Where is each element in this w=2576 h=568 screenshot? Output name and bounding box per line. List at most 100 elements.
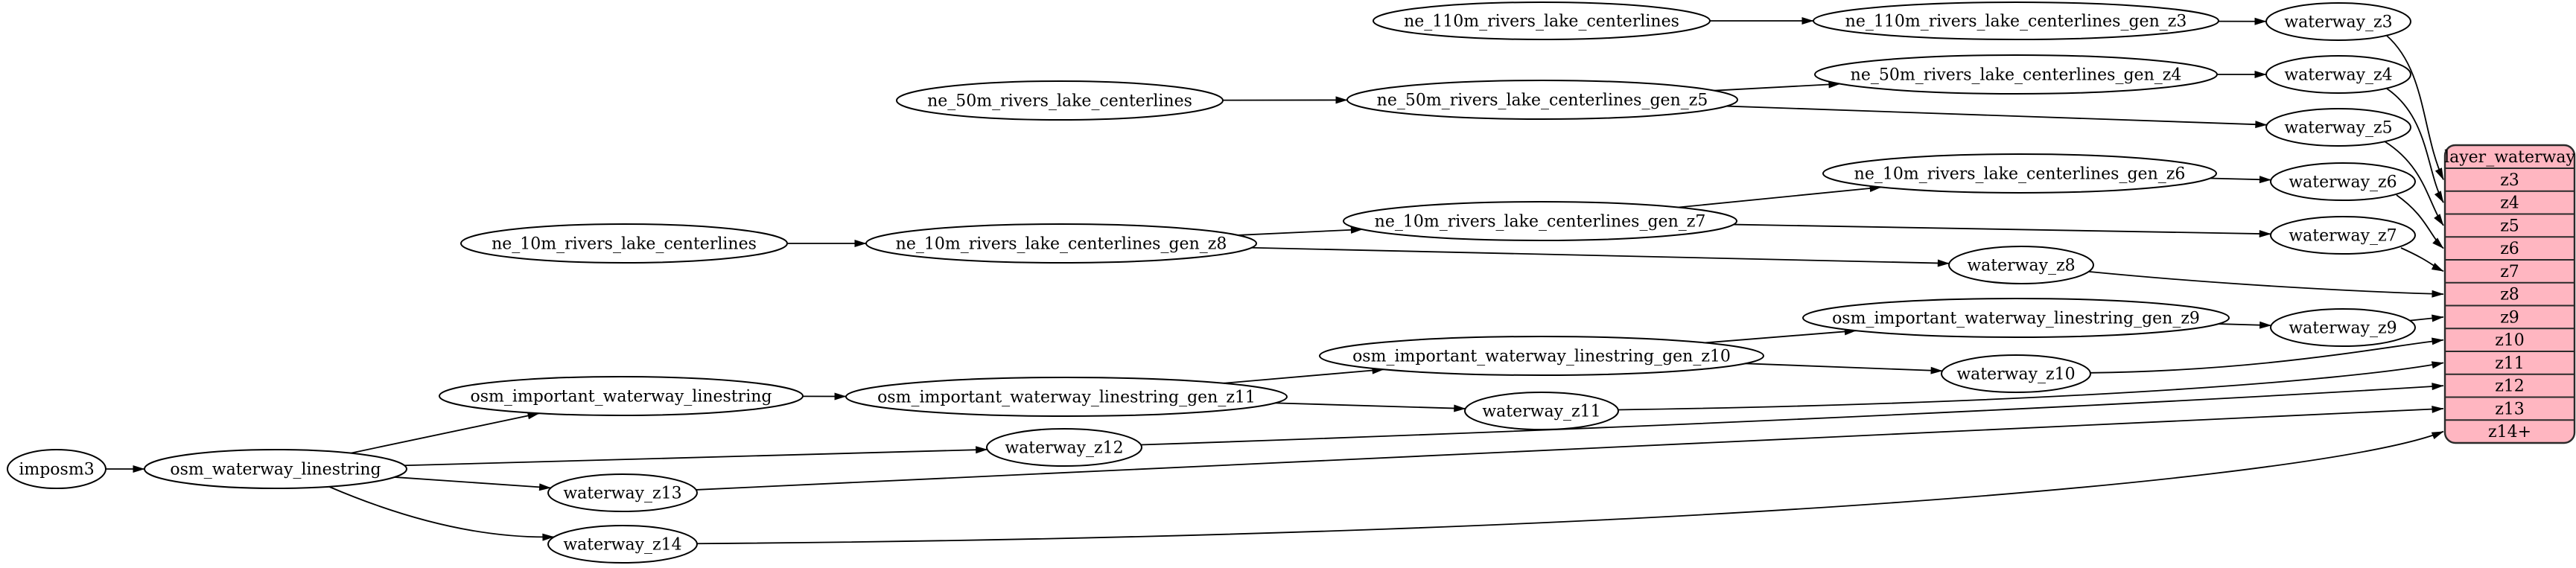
node-label: waterway_z7 — [2289, 226, 2397, 245]
node-osm_important_waterway_linestring: osm_important_waterway_linestring — [439, 376, 804, 416]
node-ellipse — [2265, 108, 2411, 147]
node-waterway_z13: waterway_z13 — [547, 473, 698, 512]
record-body — [2443, 144, 2576, 444]
node-ne_110m_rivers_lake_centerlines: ne_110m_rivers_lake_centerlines — [1373, 1, 1711, 40]
record-row-z14+: z14+ — [2488, 423, 2531, 441]
edge-waterway_z7-to-row-z7 — [2400, 247, 2444, 272]
node-ellipse — [1941, 354, 2091, 393]
edge-osm_important_waterway_linestring_gen_z10-to-waterway_z10 — [1745, 363, 1943, 374]
node-ellipse — [144, 449, 407, 489]
node-ellipse — [1948, 246, 2094, 284]
node-label: osm_important_waterway_linestring — [470, 387, 772, 406]
node-ellipse — [865, 223, 1257, 264]
edge-ne_10m_rivers_lake_centerlines_gen_z6-to-waterway_z6 — [2210, 176, 2271, 184]
node-ellipse — [1813, 1, 2219, 40]
node-label: waterway_z10 — [1956, 365, 2075, 383]
edge-ne_10m_rivers_lake_centerlines_gen_z7-to-waterway_z7 — [1733, 223, 2271, 238]
edge-layer — [106, 17, 2444, 545]
node-osm_waterway_linestring: osm_waterway_linestring — [144, 449, 407, 489]
node-label: waterway_z3 — [2284, 13, 2392, 31]
edge-osm_important_waterway_linestring_gen_z11-to-osm_important_waterway_linestring_gen_z10 — [1224, 366, 1384, 384]
node-waterway_z5: waterway_z5 — [2265, 108, 2411, 147]
node-waterway_z3: waterway_z3 — [2265, 2, 2411, 41]
node-label: waterway_z6 — [2289, 173, 2397, 191]
node-waterway_z7: waterway_z7 — [2270, 216, 2416, 255]
edge-waterway_z10-to-row-z10 — [2090, 337, 2444, 374]
record-row-z12: z12 — [2495, 377, 2525, 396]
node-ellipse — [2270, 162, 2416, 201]
node-ne_110m_rivers_lake_centerlines_gen_z3: ne_110m_rivers_lake_centerlines_gen_z3 — [1813, 1, 2219, 40]
node-ellipse — [2270, 308, 2416, 347]
node-waterway_z8: waterway_z8 — [1948, 246, 2094, 284]
edge-waterway_z9-to-row-z9 — [2409, 314, 2444, 322]
node-label: osm_waterway_linestring — [170, 460, 381, 479]
node-ellipse — [2265, 2, 2411, 41]
edge-osm_waterway_linestring-to-waterway_z14 — [328, 485, 555, 541]
record-title: layer_waterway — [2444, 148, 2575, 167]
node-ellipse — [1802, 298, 2230, 338]
node-label: osm_important_waterway_linestring_gen_z1… — [1352, 347, 1731, 366]
record-row-z8: z8 — [2500, 286, 2519, 304]
node-label: waterway_z4 — [2284, 66, 2392, 84]
node-label: ne_110m_rivers_lake_centerlines — [1404, 12, 1679, 31]
node-ellipse — [845, 377, 1288, 417]
record-layer: layer_waterwayz3z4z5z6z7z8z9z10z11z12z13… — [2443, 144, 2576, 444]
edge-osm_waterway_linestring-to-osm_important_waterway_linestring — [350, 412, 540, 454]
node-ellipse — [7, 449, 106, 489]
edge-osm_waterway_linestring-to-waterway_z12 — [404, 446, 988, 467]
record-row-z7: z7 — [2500, 263, 2519, 281]
node-label: waterway_z12 — [1005, 438, 1123, 457]
node-imposm3: imposm3 — [7, 449, 106, 489]
node-waterway_z9: waterway_z9 — [2270, 308, 2416, 347]
node-ne_50m_rivers_lake_centerlines_gen_z4: ne_50m_rivers_lake_centerlines_gen_z4 — [1814, 54, 2218, 95]
node-waterway_z4: waterway_z4 — [2265, 55, 2411, 94]
edge-ne_10m_rivers_lake_centerlines_gen_z8-to-waterway_z8 — [1251, 246, 1950, 267]
node-ellipse — [547, 525, 698, 564]
node-ellipse — [2270, 216, 2416, 255]
record-row-z3: z3 — [2500, 171, 2519, 190]
edge-ne_10m_rivers_lake_centerlines_gen_z8-to-ne_10m_rivers_lake_centerlines_gen_z7 — [1238, 226, 1363, 236]
node-ellipse — [460, 223, 788, 264]
node-label: waterway_z11 — [1482, 402, 1600, 421]
edge-ne_50m_rivers_lake_centerlines_gen_z5-to-waterway_z5 — [1726, 105, 2268, 129]
node-label: osm_important_waterway_linestring_gen_z9 — [1832, 309, 2200, 328]
node-label: ne_10m_rivers_lake_centerlines_gen_z8 — [896, 234, 1227, 253]
node-label: ne_10m_rivers_lake_centerlines — [492, 234, 757, 253]
node-ellipse — [1319, 336, 1764, 376]
node-ellipse — [1373, 1, 1711, 40]
node-label: ne_50m_rivers_lake_centerlines_gen_z5 — [1377, 91, 1708, 109]
node-ellipse — [547, 473, 698, 512]
node-ellipse — [986, 428, 1142, 467]
node-ellipse — [896, 80, 1224, 121]
edge-waterway_z8-to-row-z8 — [2088, 270, 2444, 298]
node-label: ne_50m_rivers_lake_centerlines_gen_z4 — [1851, 66, 2182, 84]
record-row-z11: z11 — [2495, 354, 2525, 373]
edge-waterway_z5-to-row-z5 — [2384, 141, 2444, 226]
node-waterway_z11: waterway_z11 — [1464, 392, 1619, 430]
node-label: waterway_z14 — [563, 535, 681, 554]
edge-waterway_z14-to-row-z14+ — [696, 430, 2444, 545]
node-ne_50m_rivers_lake_centerlines: ne_50m_rivers_lake_centerlines — [896, 80, 1224, 121]
node-ne_10m_rivers_lake_centerlines_gen_z6: ne_10m_rivers_lake_centerlines_gen_z6 — [1822, 153, 2217, 194]
edge-osm_important_waterway_linestring_gen_z10-to-osm_important_waterway_linestring_gen_z9 — [1705, 328, 1857, 344]
node-label: waterway_z8 — [1967, 256, 2075, 275]
node-waterway_z12: waterway_z12 — [986, 428, 1142, 467]
node-ellipse — [439, 376, 804, 416]
node-osm_important_waterway_linestring_gen_z9: osm_important_waterway_linestring_gen_z9 — [1802, 298, 2230, 338]
node-ellipse — [1343, 201, 1737, 241]
node-layer: imposm3 osm_waterway_linestring osm_import… — [7, 1, 2416, 564]
edge-ne_50m_rivers_lake_centerlines_gen_z5-to-ne_50m_rivers_lake_centerlines_gen_z4 — [1714, 80, 1841, 92]
node-label: ne_10m_rivers_lake_centerlines_gen_z6 — [1854, 165, 2186, 183]
record-row-z9: z9 — [2500, 308, 2519, 327]
node-waterway_z10: waterway_z10 — [1941, 354, 2091, 393]
edge-waterway_z6-to-row-z6 — [2396, 194, 2444, 249]
node-label: imposm3 — [19, 460, 94, 479]
node-label: osm_important_waterway_linestring_gen_z1… — [877, 388, 1256, 406]
record-row-z4: z4 — [2500, 194, 2519, 213]
node-ne_50m_rivers_lake_centerlines_gen_z5: ne_50m_rivers_lake_centerlines_gen_z5 — [1346, 80, 1738, 120]
edge-osm_important_waterway_linestring_gen_z9-to-waterway_z9 — [2218, 321, 2272, 329]
edge-waterway_z11-to-row-z11 — [1618, 361, 2444, 411]
node-waterway_z14: waterway_z14 — [547, 525, 698, 564]
